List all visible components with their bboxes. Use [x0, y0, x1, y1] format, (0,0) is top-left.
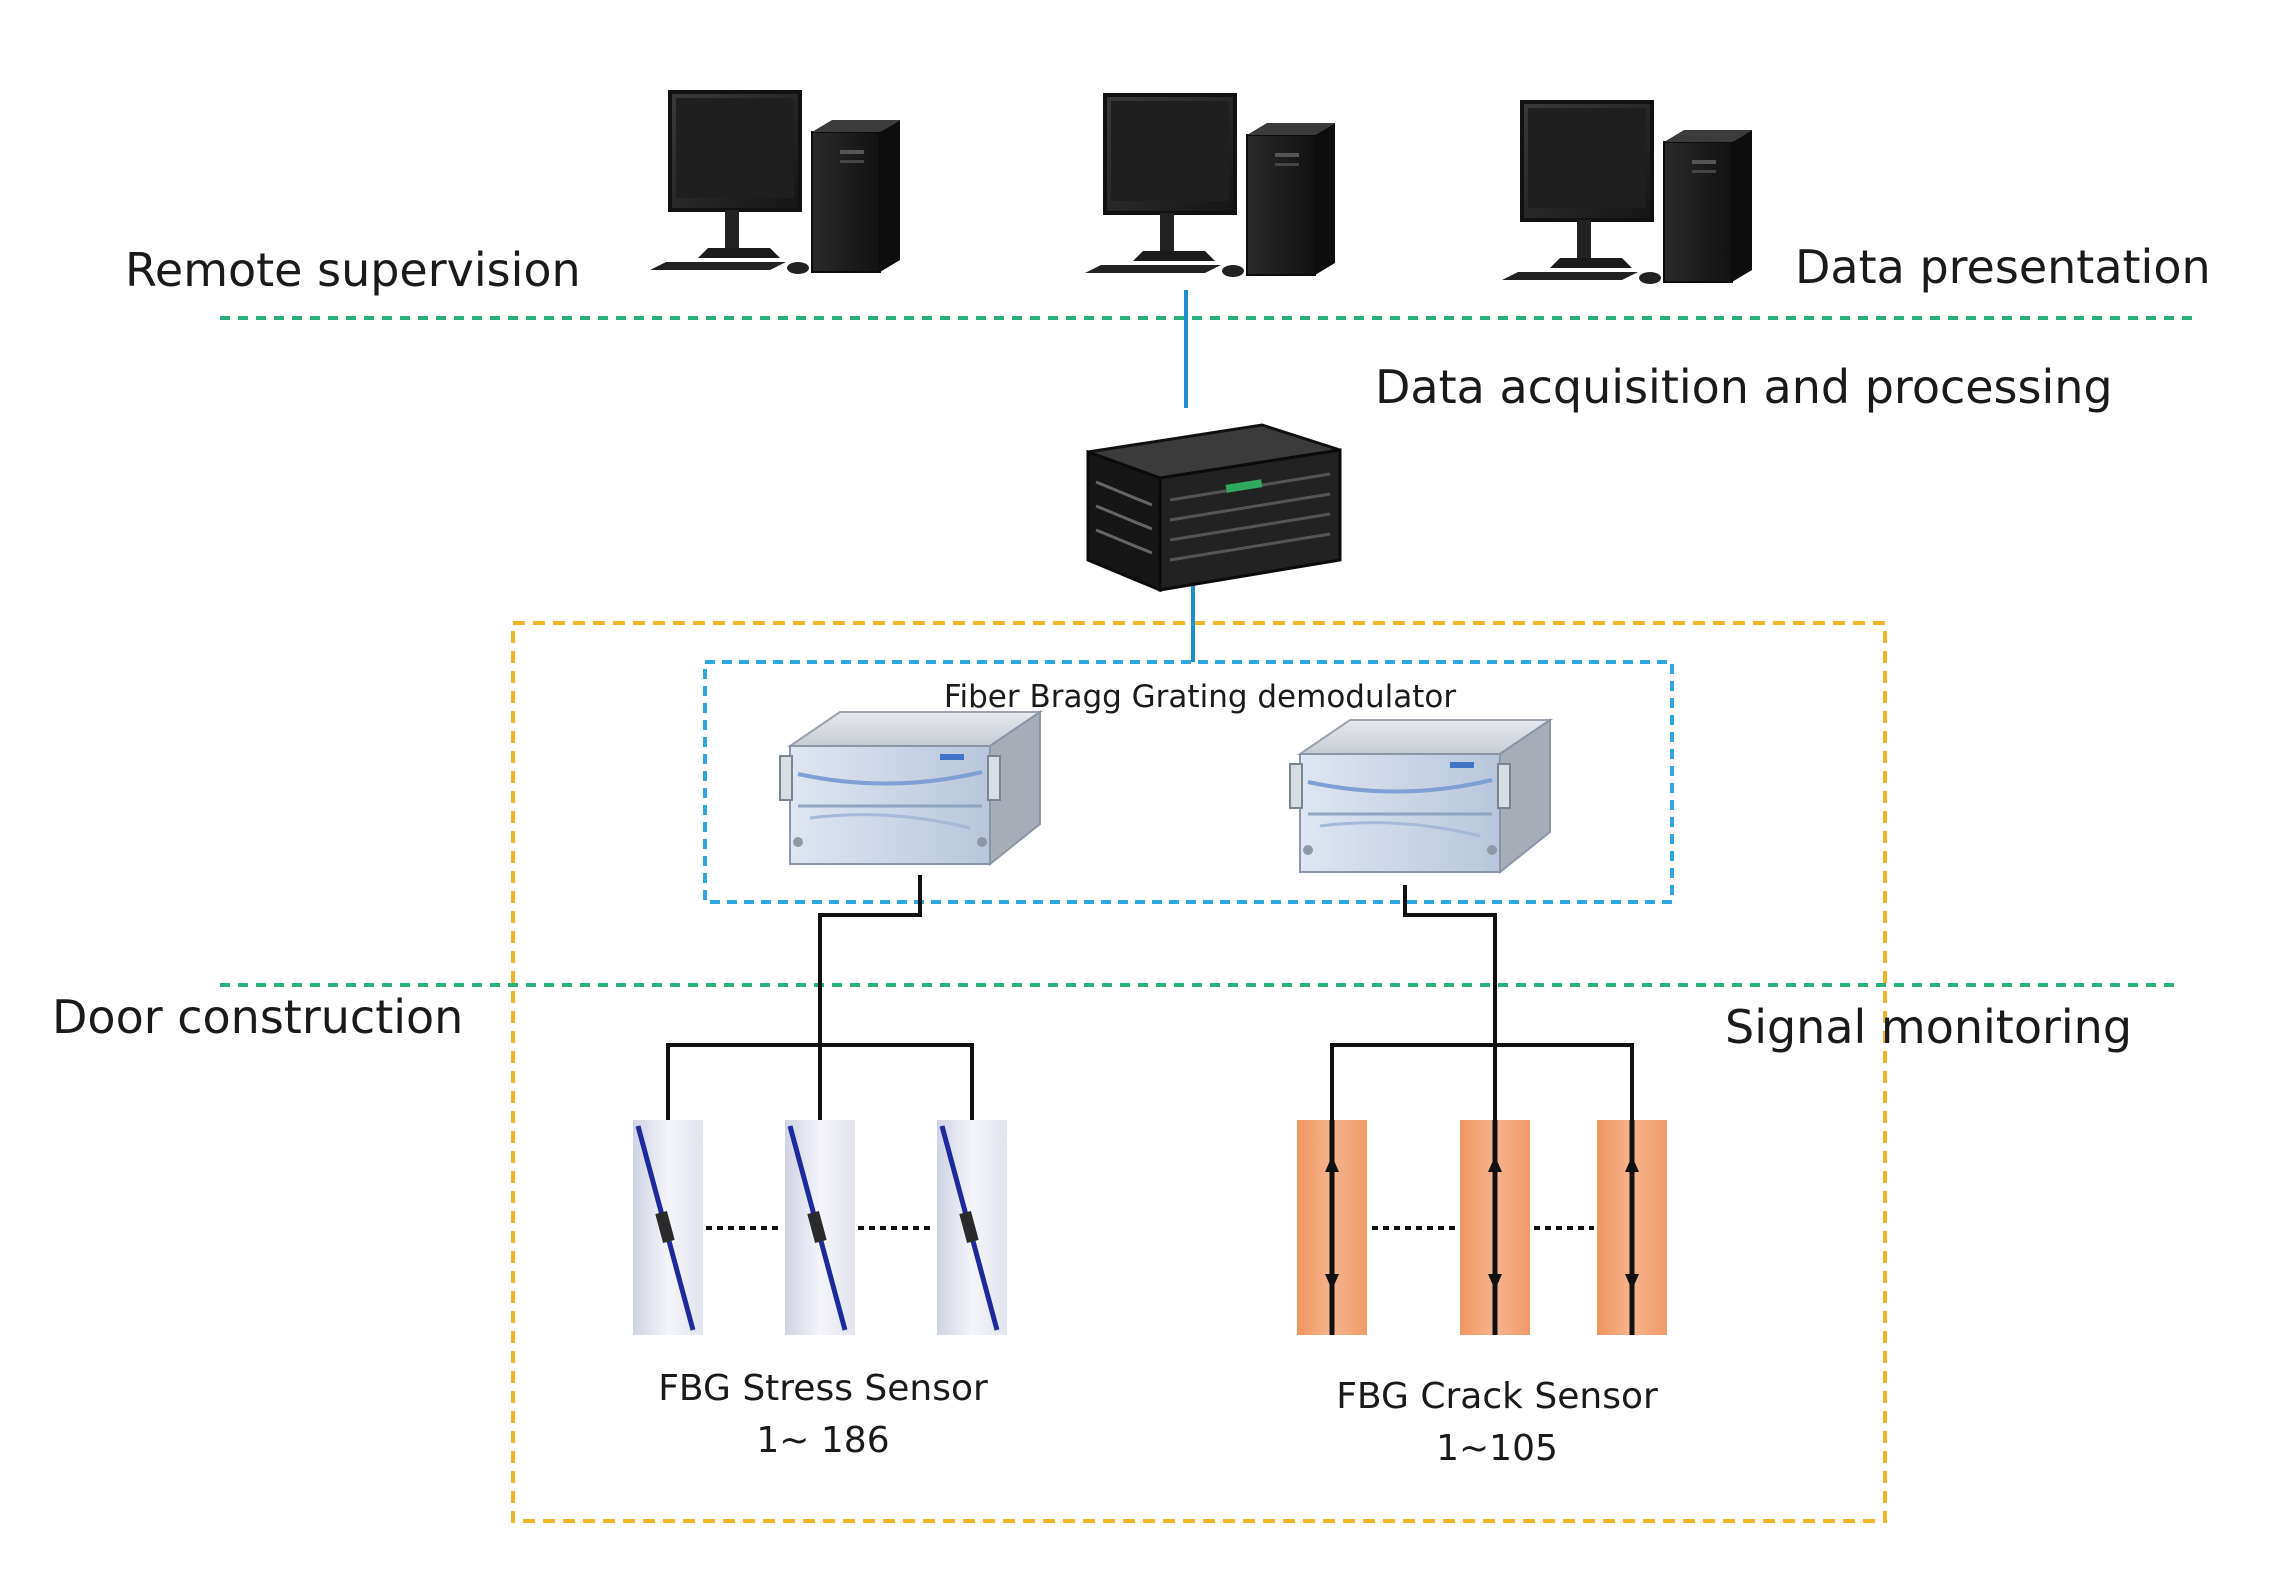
computer-center-icon: [1083, 93, 1337, 279]
door-construction-label: Door construction: [52, 990, 463, 1044]
stress-sensor-name: FBG Stress Sensor: [658, 1368, 988, 1409]
stress-sensor-range: 1~ 186: [756, 1420, 889, 1461]
data-presentation-label: Data presentation: [1795, 240, 2211, 294]
crack-sensor-1-icon: [1297, 1120, 1367, 1335]
demodulator-left-icon: [778, 710, 1042, 866]
crack-sensor-2-icon: [1460, 1120, 1530, 1335]
signal-layer-box: [511, 621, 1887, 1523]
crack-fiber-wiring: [1330, 885, 1634, 1125]
signal-monitoring-label: Signal monitoring: [1725, 1000, 2132, 1054]
stress-fiber-wiring: [666, 875, 974, 1125]
demodulator-label: Fiber Bragg Grating demodulator: [944, 679, 1456, 715]
crack-sensor-name: FBG Crack Sensor: [1336, 1376, 1658, 1417]
stress-sensor-3-icon: [937, 1120, 1007, 1335]
computer-right-icon: [1500, 100, 1754, 286]
demodulator-right-icon: [1288, 718, 1552, 874]
crack-sensor-3-icon: [1597, 1120, 1667, 1335]
stress-sensor-1-icon: [633, 1120, 703, 1335]
demodulator-box: [703, 660, 1674, 904]
stress-sensor-2-icon: [785, 1120, 855, 1335]
server-rack-icon: [1086, 423, 1342, 593]
computer-left-icon: [648, 90, 902, 276]
remote-supervision-label: Remote supervision: [125, 243, 581, 297]
crack-sensor-range: 1~105: [1436, 1428, 1558, 1469]
data-acquisition-label: Data acquisition and processing: [1375, 360, 2113, 414]
